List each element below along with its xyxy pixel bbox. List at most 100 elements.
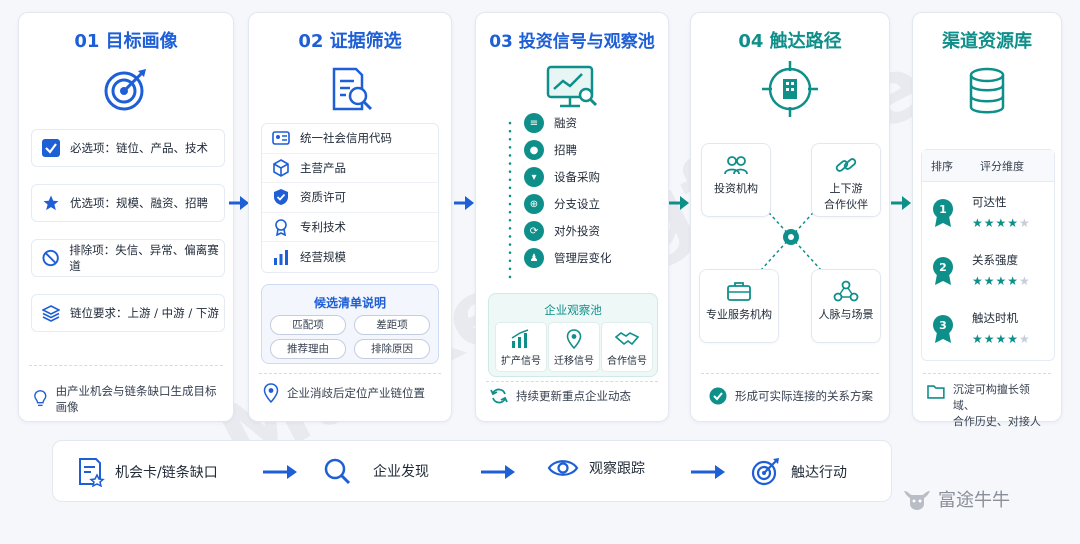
dimension-name: 可达性: [972, 195, 1007, 209]
divider: [259, 373, 441, 374]
item-label: 经营规模: [300, 249, 346, 264]
node-professional-service: 专业服务机构: [699, 269, 779, 343]
footer-text: 形成可实际连接的关系方案: [735, 389, 873, 403]
building-target-icon: [762, 61, 818, 117]
dimension-name: 触达时机: [972, 311, 1018, 325]
flow-step: 机会卡/链条缺口: [77, 457, 218, 487]
folder-icon: [927, 385, 945, 399]
invest-icon: ⟳: [524, 221, 544, 241]
card-footer: 持续更新重点企业动态: [490, 387, 658, 405]
branch-icon: ⊕: [524, 194, 544, 214]
rank-number: 1: [939, 203, 947, 216]
flow-step: 触达行动: [751, 457, 847, 487]
rating-stars: ★★★★★: [972, 332, 1031, 346]
table-row: 2 关系强度 ★★★★★: [922, 242, 1054, 300]
rating-stars: ★★★★★: [972, 216, 1031, 230]
item-label: 资质许可: [300, 190, 346, 205]
arrow-right-icon: [454, 196, 474, 210]
item-label: 优选项：规模、融资、招聘: [70, 196, 208, 210]
flow-label: 触达行动: [791, 465, 847, 481]
document-search-icon: [332, 67, 373, 111]
bull-logo-icon: [904, 491, 930, 510]
signal-item: ⟳对外投资: [524, 221, 600, 241]
preferred-item: 优选项：规模、融资、招聘: [31, 184, 225, 222]
signal-item: ▾设备采购: [524, 167, 600, 187]
link-icon: [835, 158, 857, 172]
table-row: 1 可达性 ★★★★★: [922, 184, 1054, 242]
check-circle-icon: [709, 387, 727, 405]
must-have-item: 必选项：链位、产品、技术: [31, 129, 225, 167]
connector-lines: [750, 192, 832, 282]
card-footer: 企业消歧后定位产业链位置: [263, 383, 441, 403]
cell-label: 合作信号: [607, 356, 647, 367]
node-label: 投资机构: [714, 182, 758, 195]
signal-timeline: [508, 121, 512, 281]
location-pin-icon: [263, 383, 279, 403]
signal-label: 管理层变化: [554, 251, 612, 265]
card-investment-signals: 03 投资信号与观察池 ≡融资 ● 招聘 ▾设备采购 ⊕分支设立 ⟳对外投资 ♟ 管…: [475, 12, 669, 422]
cart-icon: ▾: [524, 167, 544, 187]
observation-pool: 企业观察池 扩产信号 迁移信号 合作信号: [488, 293, 658, 377]
people-icon: [724, 156, 748, 175]
monitor-chart-icon: [546, 65, 598, 108]
layers-icon: [42, 305, 60, 322]
flow-label: 机会卡/链条缺口: [115, 465, 218, 481]
pill-reason: 推荐理由: [270, 339, 346, 359]
signal-label: 融资: [554, 116, 577, 130]
evidence-list: 统一社会信用代码 主营产品 资质许可 专利技术 经营规模: [261, 123, 439, 273]
footer-text: 持续更新重点企业动态: [516, 389, 631, 403]
node-label: 上下游: [829, 182, 863, 195]
ban-icon: [42, 249, 59, 267]
signal-item: ⊕分支设立: [524, 194, 600, 214]
signal-label: 招聘: [554, 143, 577, 157]
medal-1-icon: 1: [933, 199, 953, 227]
search-icon: [324, 458, 351, 485]
card-title: 渠道资源库: [942, 31, 1032, 52]
arrow-right-icon: [891, 196, 911, 210]
list-item: 资质许可: [262, 183, 438, 213]
candidate-title: 候选清单说明: [313, 296, 386, 310]
lightbulb-icon: [34, 390, 47, 407]
arrow-right-icon: [481, 465, 515, 479]
arrow-right-icon: [691, 465, 725, 479]
arrow-right-icon: [263, 465, 297, 479]
id-card-icon: [272, 131, 290, 146]
node-label: 专业服务机构: [706, 308, 772, 321]
candidate-list-box: 候选清单说明 匹配项 差距项 推荐理由 排除原因: [261, 284, 439, 364]
list-item: 主营产品: [262, 154, 438, 183]
footer-text: 由产业机会与链条缺口生成目标画像: [55, 384, 217, 414]
footer-text: 沉淀可构擅长领域、 合作历史、对接人: [953, 381, 1051, 429]
card-footer: 沉淀可构擅长领域、 合作历史、对接人: [927, 381, 1051, 429]
arrow-right-icon: [229, 196, 249, 210]
divider: [701, 373, 879, 374]
card-channel-library: 渠道资源库 排序 评分维度 1 可达性 ★★★★★ 2 关系强度 ★★★★★ 3…: [912, 12, 1062, 428]
star-icon: [43, 195, 59, 211]
item-label: 主营产品: [300, 160, 346, 175]
header-rank: 排序: [931, 159, 953, 173]
footer-text: 企业消歧后定位产业链位置: [287, 386, 425, 400]
card-footer: 形成可实际连接的关系方案: [709, 387, 879, 405]
person-icon: ●: [524, 140, 544, 160]
network-icon: [833, 280, 859, 302]
node-label: 合作伙伴: [824, 198, 868, 211]
cell-label: 迁移信号: [554, 356, 594, 367]
table-header: 排序 评分维度: [922, 150, 1054, 182]
bar-chart-icon: [274, 249, 288, 265]
cell-label: 扩产信号: [501, 356, 541, 367]
list-item: 专利技术: [262, 213, 438, 242]
footer-line: 合作历史、对接人: [952, 415, 1041, 428]
node-investment-institution: 投资机构: [701, 143, 771, 217]
pill-match: 匹配项: [270, 315, 346, 335]
arrow-right-icon: [669, 196, 689, 210]
rating-stars: ★★★★★: [972, 274, 1031, 288]
flow-label: 观察跟踪: [589, 461, 645, 477]
signal-item: ● 招聘: [524, 140, 577, 160]
handshake-icon: [615, 332, 639, 346]
card-title: 03 投资信号与观察池: [489, 32, 655, 52]
manager-icon: ♟: [524, 248, 544, 268]
card-title: 01 目标画像: [74, 31, 178, 52]
signal-item: ≡融资: [524, 113, 577, 133]
card-target-profile: 01 目标画像 必选项：链位、产品、技术 优选项：规模、融资、招聘 排除项：失信…: [18, 12, 234, 422]
item-label: 链位要求：上游 / 中游 / 下游: [70, 306, 219, 320]
item-label: 排除项：失信、异常、偏离赛道: [69, 243, 219, 273]
